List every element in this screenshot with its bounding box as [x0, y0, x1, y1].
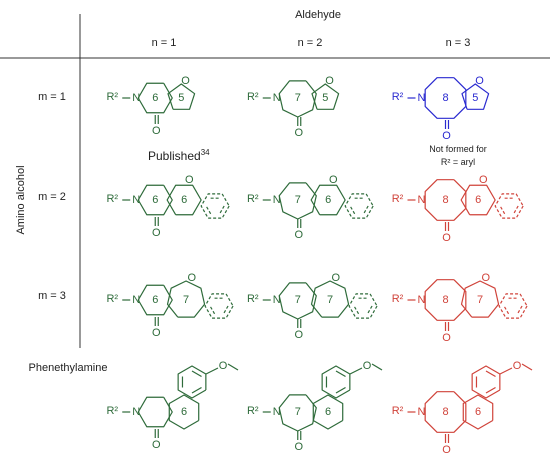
nitrogen-atom: N — [273, 194, 281, 206]
carbonyl-oxygen: O — [152, 327, 161, 339]
r2-substituent: R² — [392, 193, 404, 205]
structure-pea-n3: O 8 6 N R² O — [392, 360, 533, 456]
structure-m3-n1: 6 7 N R² O O — [106, 272, 234, 339]
ring-oxygen: O — [187, 272, 196, 284]
ring-oxygen: O — [329, 174, 338, 186]
r2-substituent: R² — [106, 91, 118, 103]
aldehyde-header: Aldehyde — [295, 9, 341, 21]
methoxy-oxygen: O — [513, 360, 522, 372]
not-formed-note-line2: R² = aryl — [441, 157, 475, 167]
ring-size-label: 5 — [472, 92, 478, 104]
nitrogen-atom: N — [418, 194, 426, 206]
ring-size-label: 8 — [442, 194, 448, 206]
axis-label-amino-alcohol: Amino alcohol — [15, 165, 27, 234]
nitrogen-atom: N — [418, 92, 426, 104]
ring-oxygen: O — [479, 174, 488, 186]
carbonyl-oxygen: O — [294, 441, 303, 453]
nitrogen-atom: N — [418, 294, 426, 306]
carbonyl-oxygen: O — [294, 127, 303, 139]
nitrogen-atom: N — [273, 92, 281, 104]
ring-oxygen: O — [475, 75, 484, 87]
r2-substituent: R² — [247, 193, 259, 205]
ring-size-label: 7 — [295, 294, 301, 306]
r2-substituent: R² — [392, 405, 404, 417]
nitrogen-atom: N — [273, 294, 281, 306]
carbonyl-oxygen: O — [152, 227, 161, 239]
r2-substituent: R² — [247, 293, 259, 305]
structure-pea-n2: O 7 6 N R² O — [247, 360, 383, 453]
r2-substituent: R² — [106, 193, 118, 205]
nitrogen-atom: N — [418, 406, 426, 418]
structure-pea-n1: O 6 N R² O — [106, 360, 239, 451]
ring-size-label: 6 — [181, 406, 187, 418]
ring-size-label: 6 — [325, 406, 331, 418]
r2-substituent: R² — [392, 91, 404, 103]
structure-m1-n3: 8 5 N R² O O — [392, 75, 490, 142]
ring-size-label: 6 — [152, 294, 158, 306]
r2-substituent: R² — [106, 405, 118, 417]
ring-oxygen: O — [481, 272, 490, 284]
nitrogen-atom: N — [132, 92, 140, 104]
carbonyl-oxygen: O — [442, 444, 451, 456]
published-note: Published34 — [148, 148, 210, 163]
structure-m1-n1: 6 5 N R² O O — [106, 75, 196, 137]
column-header-n3: n = 3 — [446, 37, 471, 49]
carbonyl-oxygen: O — [442, 130, 451, 142]
nitrogen-atom: N — [132, 194, 140, 206]
ring-size-label: 6 — [475, 194, 481, 206]
nitrogen-atom: N — [273, 406, 281, 418]
row-label-m3: m = 3 — [38, 290, 66, 302]
carbonyl-oxygen: O — [152, 439, 161, 451]
carbonyl-oxygen: O — [294, 229, 303, 241]
carbonyl-oxygen: O — [152, 125, 161, 137]
column-header-n1: n = 1 — [152, 37, 177, 49]
ring-size-label: 6 — [152, 92, 158, 104]
structure-m2-n3: 8 6 N R² O O — [392, 174, 524, 244]
ring-size-label: 8 — [442, 406, 448, 418]
ring-size-label: 8 — [442, 294, 448, 306]
ring-size-label: 5 — [178, 92, 184, 104]
structure-m3-n3: 8 7 N R² O O — [392, 272, 528, 344]
nitrogen-atom: N — [132, 294, 140, 306]
nitrogen-atom: N — [132, 406, 140, 418]
ring-size-label: 7 — [183, 294, 189, 306]
not-formed-note-line1: Not formed for — [429, 144, 487, 154]
row-label-m2: m = 2 — [38, 191, 66, 203]
ring-oxygen: O — [325, 75, 334, 87]
row-label-m1: m = 1 — [38, 91, 66, 103]
carbonyl-oxygen: O — [442, 332, 451, 344]
structure-m3-n2: 7 7 N R² O O — [247, 272, 378, 341]
carbonyl-oxygen: O — [442, 232, 451, 244]
ring-size-label: 6 — [152, 194, 158, 206]
ring-size-label: 7 — [295, 194, 301, 206]
ring-size-label: 5 — [322, 92, 328, 104]
structure-m1-n2: 7 5 N R² O O — [247, 75, 340, 139]
ring-size-label: 7 — [295, 406, 301, 418]
ring-size-label: 6 — [325, 194, 331, 206]
row-label-phenethylamine: Phenethylamine — [29, 362, 108, 374]
ring-size-label: 8 — [442, 92, 448, 104]
r2-substituent: R² — [247, 405, 259, 417]
structure-m2-n2: 7 6 N R² O O — [247, 174, 374, 241]
ring-size-label: 7 — [477, 294, 483, 306]
ring-size-label: 7 — [295, 92, 301, 104]
ring-size-label: 6 — [475, 406, 481, 418]
methoxy-oxygen: O — [219, 360, 228, 372]
carbonyl-oxygen: O — [294, 329, 303, 341]
column-header-n2: n = 2 — [298, 37, 323, 49]
r2-substituent: R² — [106, 293, 118, 305]
ring-size-label: 7 — [327, 294, 333, 306]
ring-oxygen: O — [185, 174, 194, 186]
ring-size-label: 6 — [181, 194, 187, 206]
r2-substituent: R² — [392, 293, 404, 305]
ring-oxygen: O — [181, 75, 190, 87]
methoxy-oxygen: O — [363, 360, 372, 372]
ring-oxygen: O — [331, 272, 340, 284]
r2-substituent: R² — [247, 91, 259, 103]
